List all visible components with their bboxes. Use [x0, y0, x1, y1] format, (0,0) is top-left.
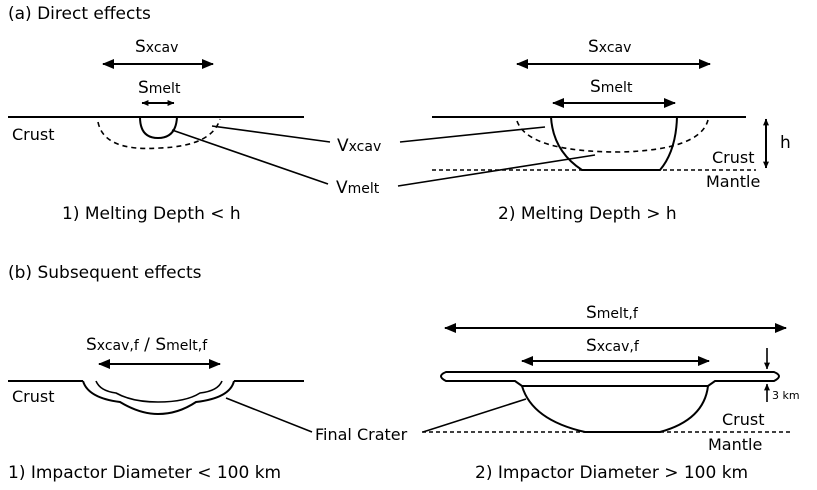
crust-label: Crust — [12, 387, 55, 406]
mantle-label: Mantle — [708, 435, 762, 454]
leader-v-xcav-left — [211, 125, 331, 143]
panel-b2: Smelt,f Sxcav,f 3 km Crust Mantle 2) Imp… — [422, 303, 800, 483]
s-melt-f-label: Smelt,f — [586, 303, 639, 323]
s-melt-label: Smelt — [138, 78, 181, 98]
panel-a2: Sxcav Smelt h Crust Mantle 2) Melting De… — [432, 37, 791, 224]
s-xcav-label: Sxcav — [588, 37, 631, 57]
final-crater-callout: Final Crater — [225, 397, 527, 444]
h-label: h — [780, 133, 791, 153]
caption-b1: 1) Impactor Diameter < 100 km — [8, 463, 281, 483]
s-xcav-label: Sxcav — [135, 37, 178, 57]
v-melt-label: Vmelt — [336, 178, 380, 198]
final-crater-label: Final Crater — [315, 425, 408, 444]
section-b-title: (b) Subsequent effects — [8, 263, 202, 283]
mantle-label: Mantle — [706, 172, 760, 191]
crust-label: Crust — [722, 410, 765, 429]
s-xcav-f-label: Sxcav,f — [586, 336, 640, 356]
melt-zone-outline — [139, 116, 178, 140]
panel-b1: Crust Sxcav,f / Smelt,f 1) Impactor Diam… — [8, 335, 304, 483]
callouts-a: Vxcav Vmelt — [171, 125, 596, 198]
panel-a1: Crust Sxcav Smelt 1) Melting Depth < h — [8, 37, 304, 224]
melt-sheet — [440, 371, 780, 387]
melt-zone-outline — [550, 116, 678, 171]
s-melt-label: Smelt — [590, 77, 633, 97]
section-a-title: (a) Direct effects — [8, 4, 151, 24]
excavation-cavity-outline — [516, 119, 709, 153]
s-xcav-f-melt-f-label: Sxcav,f / Smelt,f — [86, 335, 208, 355]
caption-b2: 2) Impactor Diameter > 100 km — [475, 463, 748, 483]
excavation-cavity-outline — [97, 118, 221, 150]
leader-v-xcav-right — [399, 126, 546, 143]
leader-v-melt-left — [171, 129, 329, 185]
final-crater-outer — [82, 380, 235, 416]
final-crater-inner — [95, 380, 223, 403]
caption-a1: 1) Melting Depth < h — [62, 204, 241, 224]
crust-label: Crust — [12, 125, 55, 144]
v-xcav-label: Vxcav — [337, 136, 381, 156]
crust-label: Crust — [712, 148, 755, 167]
leader-final-crater-right — [422, 398, 527, 433]
final-crater-outline — [521, 385, 709, 433]
caption-a2: 2) Melting Depth > h — [498, 204, 677, 224]
leader-final-crater-left — [225, 397, 313, 433]
thickness-label: 3 km — [772, 389, 800, 402]
